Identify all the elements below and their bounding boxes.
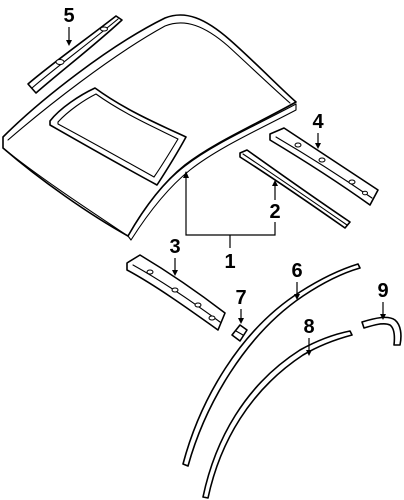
rear-roof-rail bbox=[269, 127, 379, 206]
leader-lines bbox=[66, 27, 386, 356]
callout-8: 8 bbox=[303, 316, 314, 338]
callout-4: 4 bbox=[312, 111, 324, 133]
callout-5: 5 bbox=[63, 5, 74, 27]
retainer-clip bbox=[231, 324, 248, 342]
callout-3: 3 bbox=[169, 236, 180, 258]
sunroof-opening bbox=[49, 87, 187, 186]
side-rail-bracket bbox=[126, 254, 226, 331]
roof-reinforcement-bar bbox=[239, 149, 351, 229]
callout-9: 9 bbox=[377, 280, 388, 302]
callout-1: 1 bbox=[224, 251, 235, 273]
molding-end-cap bbox=[361, 316, 402, 346]
inner-roof-molding bbox=[202, 330, 353, 499]
outer-roof-molding bbox=[182, 263, 361, 467]
callout-6: 6 bbox=[291, 260, 302, 282]
callout-7: 7 bbox=[235, 287, 246, 309]
front-header-rail bbox=[27, 15, 123, 94]
callout-2: 2 bbox=[269, 201, 280, 223]
